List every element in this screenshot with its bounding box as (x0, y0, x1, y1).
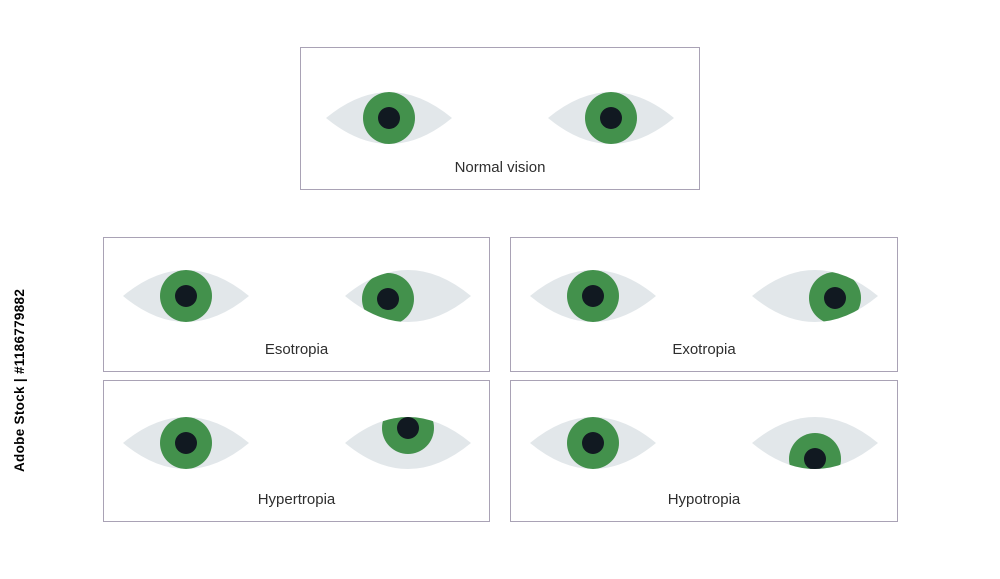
adobe-stock-watermark: Adobe Stock | #1186779882 (12, 288, 27, 472)
eyes-row (301, 88, 699, 148)
pupil (804, 448, 826, 469)
iris-pupil (159, 417, 212, 469)
right-eye-icon (344, 270, 471, 322)
iris-pupil (789, 433, 841, 469)
left-eye-icon (530, 417, 656, 469)
pupil (376, 288, 399, 310)
iris-pupil (809, 272, 861, 322)
panel-label: Hypertropia (257, 491, 336, 508)
panel-label: Hypotropia (667, 491, 741, 508)
iris-pupil (159, 270, 212, 322)
pupil (174, 285, 197, 307)
iris-pupil (567, 417, 619, 469)
right-eye-icon (344, 417, 471, 469)
panel-exotropia: Exotropia (510, 237, 898, 372)
panel-label: Esotropia (264, 341, 329, 358)
pupil (396, 417, 419, 439)
panel-label: Exotropia (672, 341, 736, 358)
panel-hypertropia: Hypertropia (103, 380, 490, 522)
left-eye-icon (122, 417, 249, 469)
eyes-row (511, 413, 897, 473)
eyes-row (104, 266, 489, 326)
pupil (174, 432, 197, 454)
iris-pupil (585, 92, 637, 144)
pupil (582, 432, 604, 454)
pupil (378, 107, 400, 129)
iris-pupil (381, 417, 434, 454)
iris-pupil (363, 92, 415, 144)
pupil (824, 287, 846, 309)
right-eye-icon (548, 92, 674, 144)
left-eye-icon (122, 270, 249, 322)
eyes-row (511, 266, 897, 326)
panel-esotropia: Esotropia (103, 237, 490, 372)
eyes-row (104, 413, 489, 473)
iris-pupil (361, 273, 414, 322)
pupil (582, 285, 604, 307)
pupil (600, 107, 622, 129)
panel-label: Normal vision (454, 159, 546, 176)
right-eye-icon (752, 270, 878, 322)
iris-pupil (567, 270, 619, 322)
right-eye-icon (752, 417, 878, 469)
panel-normal-vision: Normal vision (300, 47, 700, 190)
left-eye-icon (530, 270, 656, 322)
left-eye-icon (326, 92, 452, 144)
panel-hypotropia: Hypotropia (510, 380, 898, 522)
